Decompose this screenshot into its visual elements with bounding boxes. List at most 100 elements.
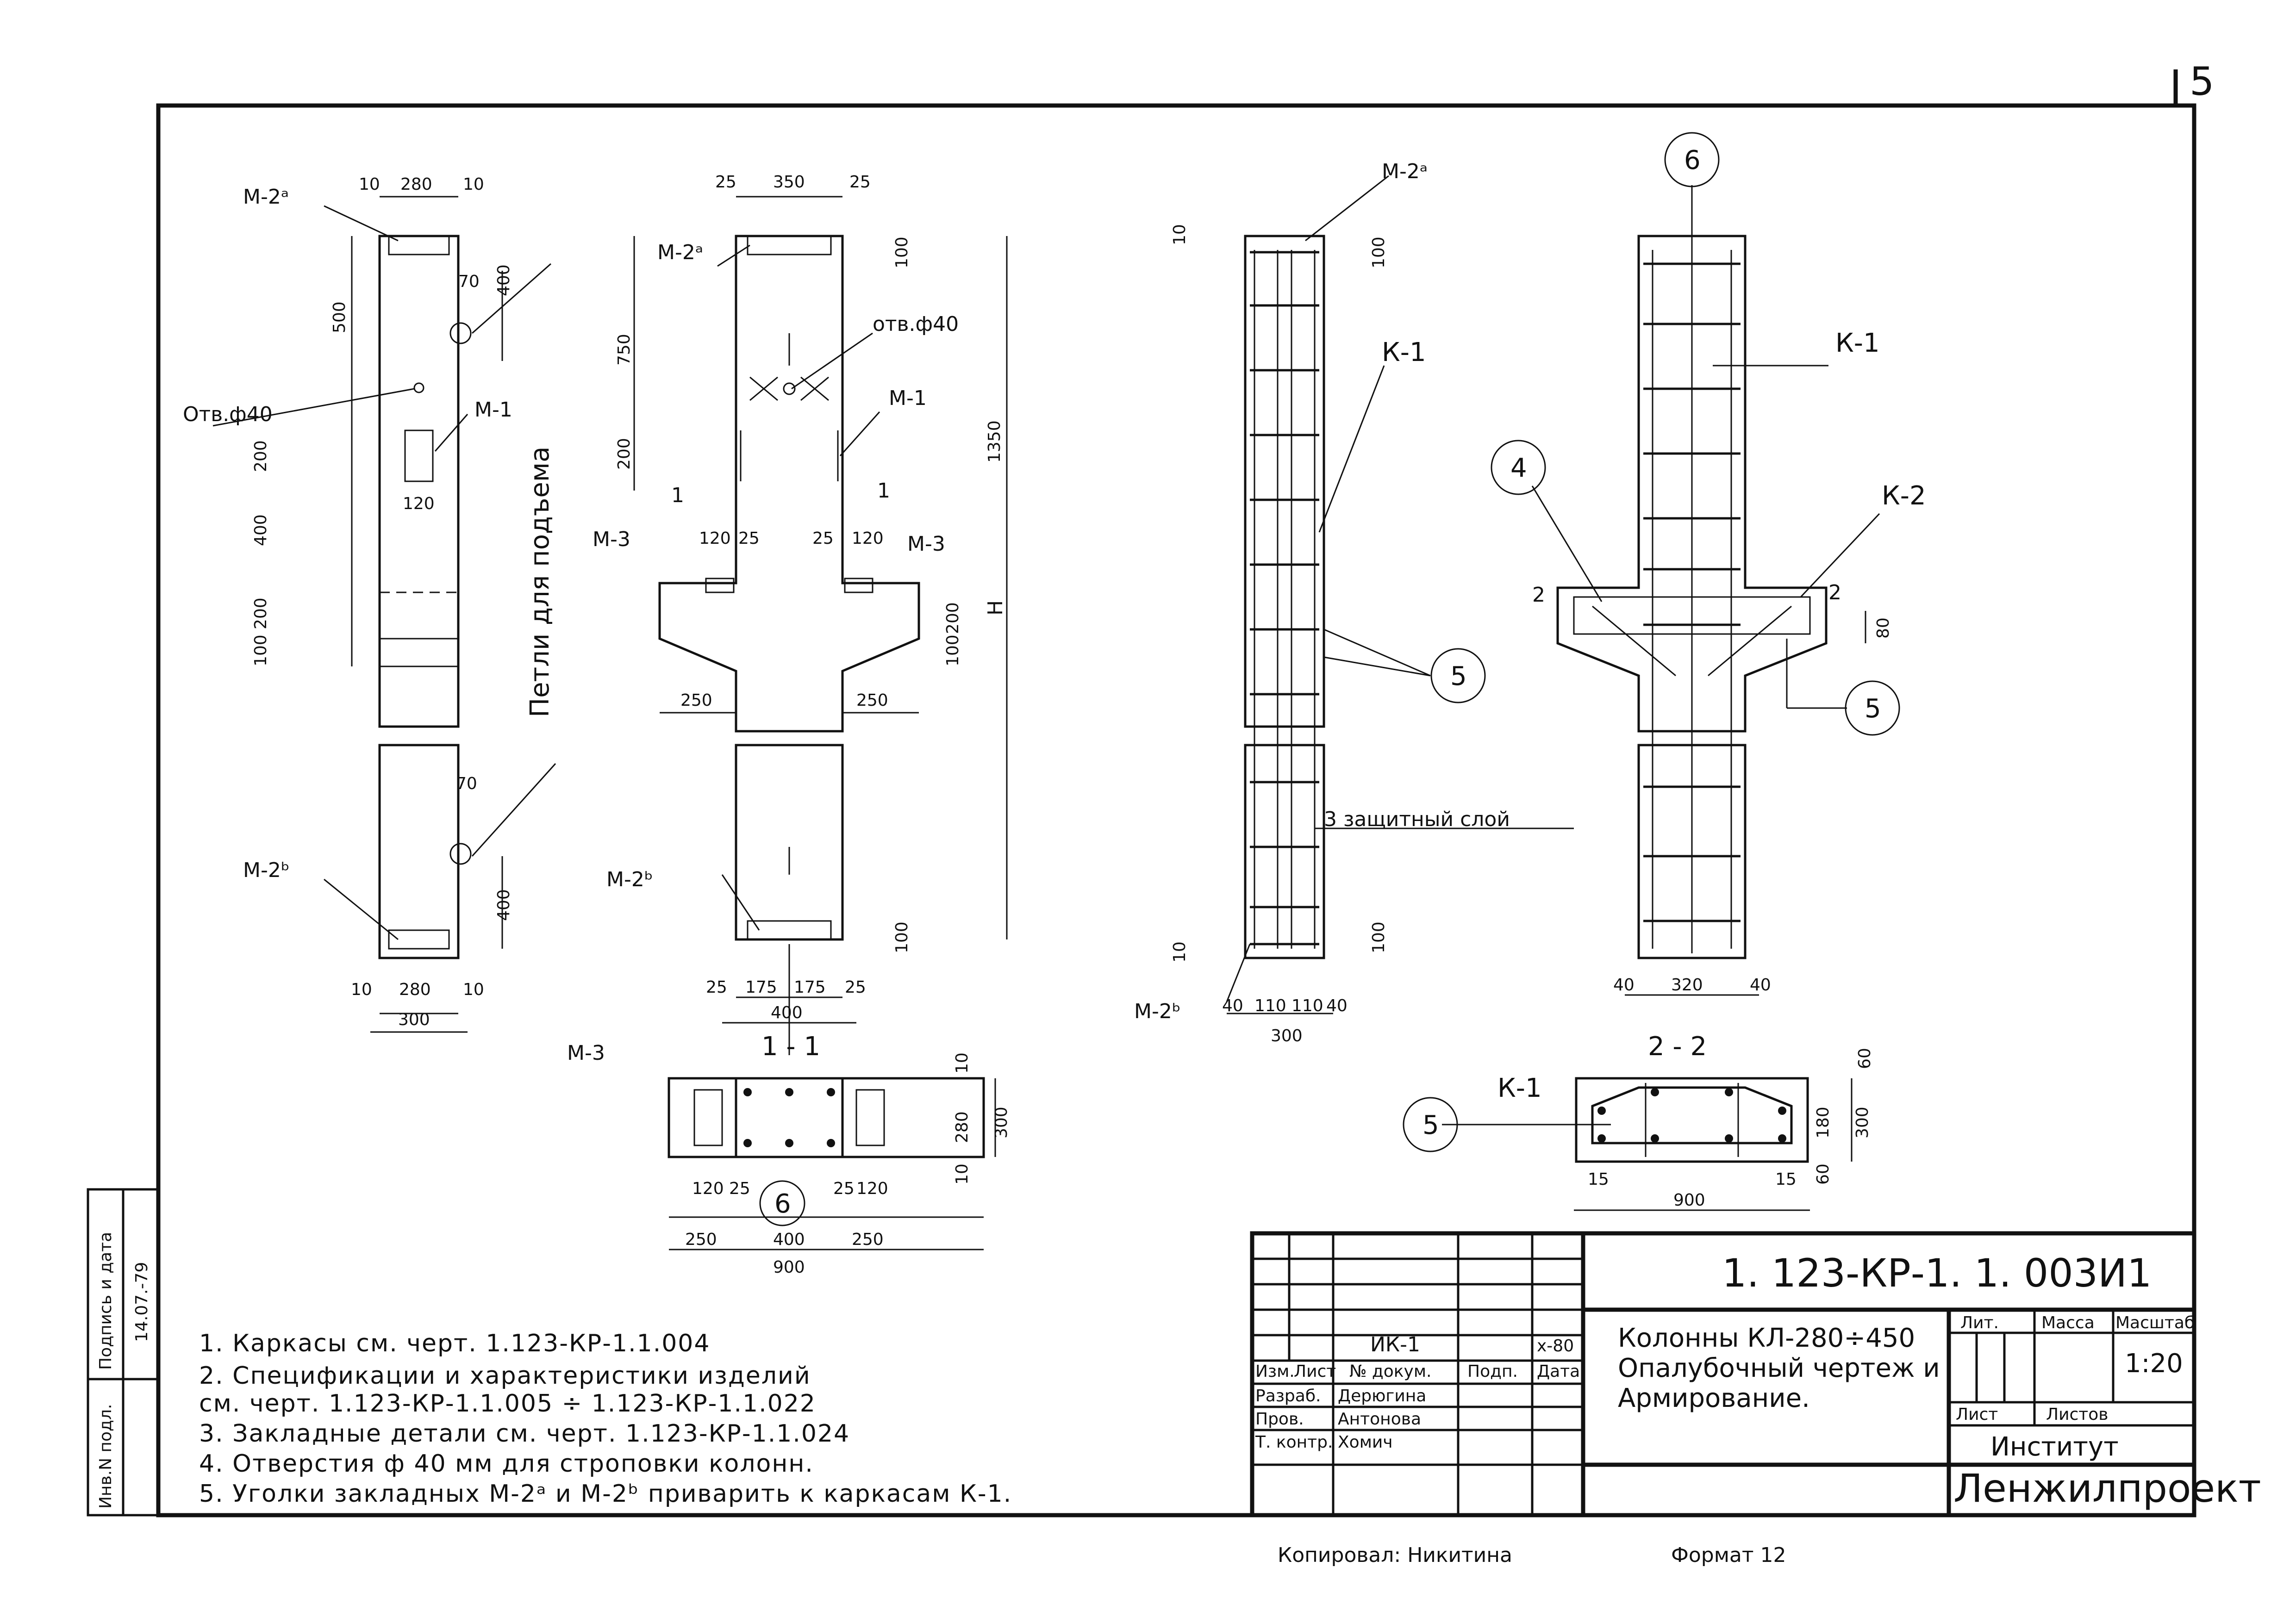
reinforcement-side: М-2ᵃ М-2ᵇ К-1 3 защитный слой 5 10 10 10… [1134,160,1574,1045]
stamp-h-izm: Изм. [1255,1362,1295,1381]
v1-dim-right-3: 400 [494,889,513,921]
v3-dim-bot-0: 40 [1222,996,1243,1015]
v2-cut-left: 1 [671,484,684,507]
v1-dim-right-1: 400 [494,264,513,296]
v1-dim-m1w: 120 [403,494,435,513]
v2-label-m3-left: М-3 [593,528,630,551]
drawing-title-2: Опалубочный чертеж и [1618,1353,1940,1383]
stamp-role-1: Пров. [1255,1410,1304,1429]
v4-dim-bot-0: 40 [1613,976,1635,995]
v3-callout-5: 5 [1450,661,1467,691]
drawing-title-1: Колонны КЛ-280÷450 [1618,1323,1915,1353]
s11-dim-11: 300 [992,1107,1011,1138]
s22-dim-1: 15 [1775,1170,1797,1189]
v3-dim-left-1: 10 [1170,941,1189,963]
note-3: см. черт. 1.123-КР-1.1.005 ÷ 1.123-КР-1.… [199,1390,816,1418]
s22-dim-6: 300 [1853,1107,1872,1138]
v1-dim-left-1: 200 [251,440,270,472]
v1-dim-right-2: 70 [456,774,477,793]
institute-label: Институт [1990,1432,2119,1462]
v1-label-m2b: М-2ᵇ [243,858,290,882]
s11-callout-6: 6 [774,1189,791,1219]
stamp-name-0: Дерюгина [1338,1387,1426,1405]
stamp-change-sig: x-80 [1537,1337,1574,1356]
s11-dim-6: 250 [852,1230,884,1249]
v2-dim-top-1: 350 [773,173,805,192]
v1-dim-left-0: 500 [330,301,349,333]
v2-dim-top-2: 25 [849,173,871,192]
v2-label-m2b: М-2ᵇ [606,868,653,891]
note-4: 3. Закладные детали см. черт. 1.123-КР-1… [199,1420,850,1448]
s11-dim-0: 120 [692,1179,724,1198]
v2-dim-top-0: 25 [715,173,736,192]
doc-code-suffix: И1 [2098,1250,2152,1296]
sheets-label: Листов [2046,1405,2108,1424]
sheet-number: 5 [2190,59,2214,104]
v4-dim-bot-1: 320 [1671,976,1703,995]
v4-callout-5: 5 [1865,694,1881,724]
v3-label-k1: К-1 [1382,337,1426,367]
v2-dim-bot-2: 175 [794,978,826,997]
v1-dim-bot-2: 10 [463,980,484,999]
v4-callout-4: 4 [1510,453,1527,483]
section-1-1-title: 1 - 1 [761,1032,820,1062]
v2-dim-right-2: 200 [943,602,962,634]
s22-dim-2: 900 [1673,1191,1705,1210]
v1-dim-top-2: 10 [463,175,484,194]
v2-dim-mid-0: 120 [699,529,731,548]
sheet-frame: 5 [156,59,2214,1517]
s11-dim-5: 400 [773,1230,805,1249]
v1-label-m2a: М-2ᵃ [243,185,289,209]
stamp-name-2: Хомич [1338,1433,1393,1452]
doc-code: 1. 123-КР-1. 1. 003И1 [1722,1250,2152,1296]
section-2-2-title: 2 - 2 [1648,1032,1707,1062]
drawing-title-3: Армирование. [1618,1383,1810,1413]
v4-label-k2: К-2 [1882,481,1926,511]
v2-cut-right: 1 [877,479,890,503]
v2-label-m2a: М-2ᵃ [657,241,703,264]
s22-dim-3: 60 [1855,1048,1874,1069]
v2-dim-bot-3: 25 [845,978,866,997]
scale-label: Масштаб [2115,1313,2195,1332]
title-block: 1. 123-КР-1. 1. 003И1 Колонны КЛ-280÷450… [1250,1231,2261,1517]
mass-label: Масса [2041,1313,2095,1332]
v1-dim-left-3: 200 [251,597,270,629]
sig-value: 14.07.-79 [132,1262,151,1342]
sig-label: Подпись и дата [96,1232,115,1370]
s11-dim-2: 25 [833,1179,855,1198]
s11-dim-7: 900 [773,1258,805,1277]
section-2-2: 5 2 - 2 К-1 15 15 900 60 180 60 300 [1403,1032,1874,1211]
doc-code-main: 1. 123-КР-1. 1. 003 [1722,1250,2098,1296]
column-elevation-front: 25 350 25 750 200 100 1350 200 100 100 1… [593,173,1008,1055]
stamp-role-0: Разраб. [1255,1387,1321,1405]
s11-dim-9: 280 [953,1111,972,1143]
inv-label: Инв.N подл. [96,1404,115,1509]
section-1-1: 1 - 1 М-3 120 25 25 120 250 400 250 900 … [567,1032,1011,1277]
v2-dim-right-1: 1350 [985,420,1004,463]
v2-dim-bot-0: 25 [706,978,727,997]
v3-label-m2a: М-2ᵃ [1382,160,1428,183]
format-label: Формат 12 [1671,1543,1786,1567]
lit-label: Лит. [1960,1313,1999,1332]
v2-dim-mid-2: 25 [812,529,834,548]
s22-callout-5: 5 [1423,1110,1439,1140]
note-2: 2. Спецификации и характеристики изделий [199,1362,811,1390]
s11-dim-3: 120 [856,1179,888,1198]
notes-block: 1. Каркасы см. черт. 1.123-КР-1.1.004 2.… [199,1330,1011,1508]
v1-dim-right-0: 70 [458,272,480,291]
v2-dim-right-0: 100 [892,236,911,268]
note-1: 1. Каркасы см. черт. 1.123-КР-1.1.004 [199,1330,710,1357]
v2-dim-left-1: 200 [615,438,634,470]
v2-dim-right-4: 100 [892,921,911,953]
column-elevation-side: 10 280 10 10 280 10 300 500 200 400 200 … [183,175,556,1033]
v4-dim-bot-2: 40 [1750,976,1771,995]
s11-dim-8: 10 [953,1052,972,1074]
v3-dim-left-0: 10 [1170,224,1189,245]
v2-dim-bot-4: 400 [771,1003,803,1022]
footer: Копировал: Никитина Формат 12 [1278,1543,1786,1567]
v3-dim-bot-1: 110 [1254,996,1286,1015]
s22-dim-5: 60 [1814,1163,1833,1185]
reinforcement-front: 6 4 5 К-1 К-2 2 2 40 320 40 80 [1491,132,1926,996]
stamp-change-doc: ИК-1 [1370,1333,1420,1356]
